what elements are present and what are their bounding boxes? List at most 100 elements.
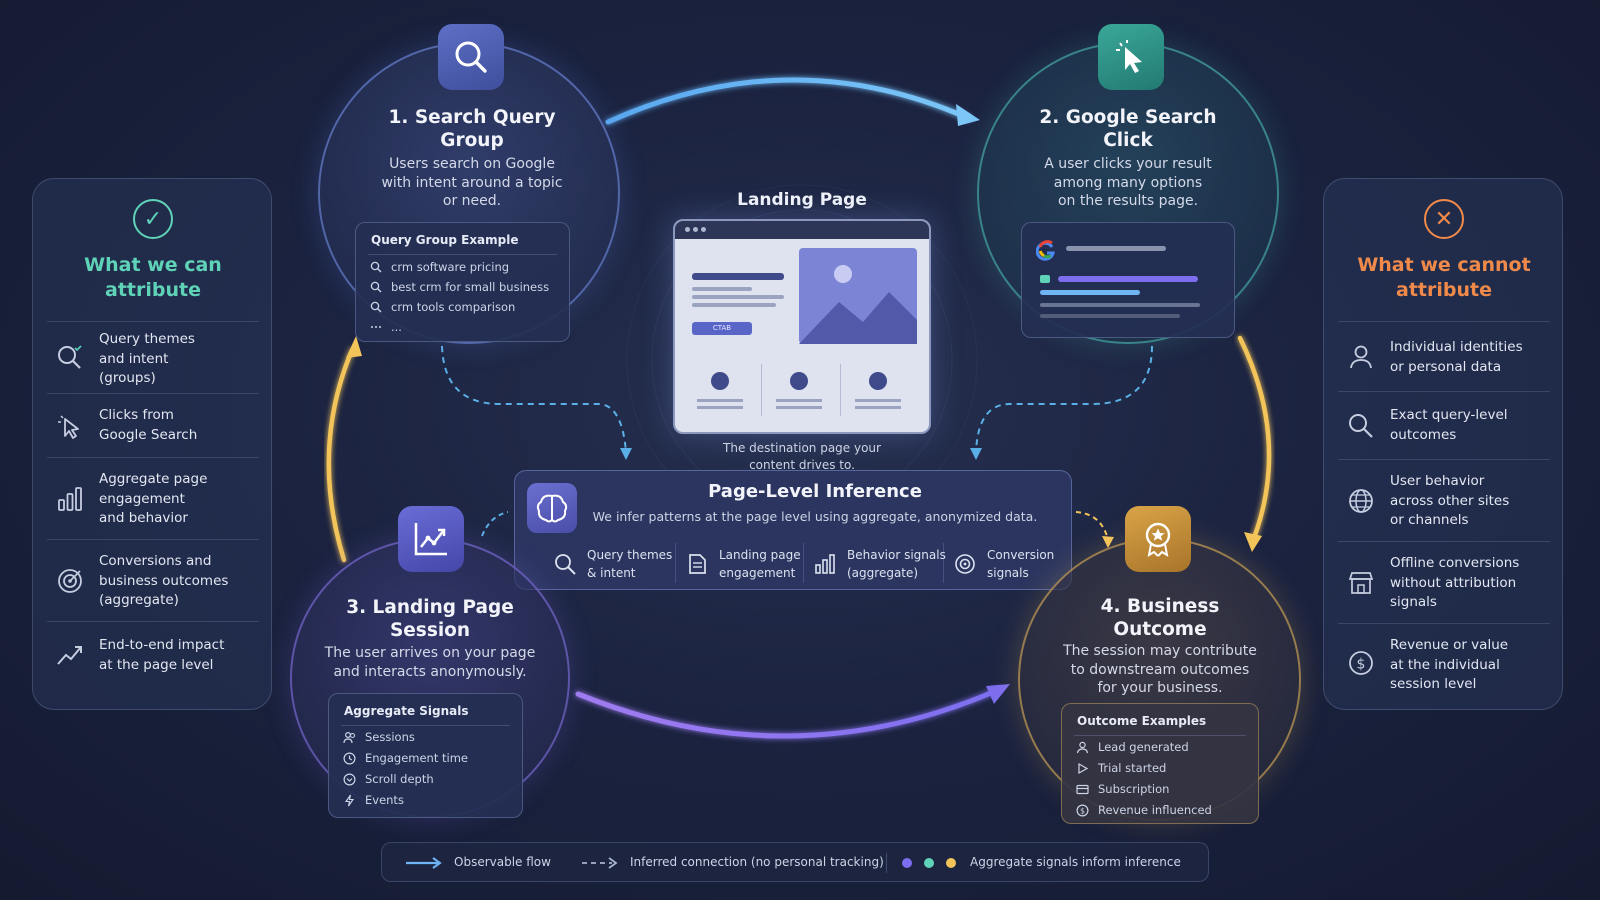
- cursor-click-icon: [58, 415, 79, 439]
- signal-row: Scroll depth: [343, 772, 434, 786]
- dollar-icon: $: [1076, 803, 1089, 817]
- search-results-card: [1021, 222, 1235, 338]
- users-icon: [343, 731, 356, 743]
- google-logo-icon: [1036, 240, 1055, 261]
- step4-award-tile: [1125, 506, 1191, 572]
- award-badge-icon: [1145, 522, 1171, 557]
- bar-chart-icon: [58, 487, 82, 511]
- step1-search-tile: [438, 24, 504, 90]
- outcome-row: $Revenue influenced: [1076, 803, 1212, 817]
- card-icon: [1076, 784, 1089, 794]
- globe-icon: [1349, 489, 1373, 513]
- bar-chart-icon: [815, 554, 835, 574]
- dashed-connector-inference-step4: [1075, 511, 1109, 541]
- legend-aggregate: Aggregate signals inform inference: [970, 855, 1181, 869]
- can-attribute-panel: ✓ What we can attribute Query themes and…: [32, 178, 272, 710]
- step3-analytics-tile: [398, 506, 464, 572]
- search-intent-icon: [58, 345, 82, 369]
- check-icon: ✓: [133, 199, 173, 239]
- outcome-row: Lead generated: [1076, 740, 1189, 754]
- x-icon: ✕: [1424, 199, 1464, 239]
- query-row: crm software pricing: [370, 260, 509, 274]
- browser-bar: [675, 221, 929, 239]
- analytics-icon: [414, 523, 447, 556]
- trend-up-icon: [57, 646, 82, 665]
- search-icon: [370, 261, 382, 273]
- can-item-aggregate-engagement: Aggregate page engagement and behavior: [47, 457, 259, 539]
- inference-item-behavior-signals: Behavior signals(aggregate): [813, 543, 946, 585]
- arrow-step3-to-step4: [575, 687, 1001, 739]
- step2-title: 2. Google Search Click: [1039, 107, 1217, 151]
- outcome-examples-card-title: Outcome Examples: [1077, 714, 1207, 728]
- search-icon: [370, 281, 382, 293]
- can-attribute-title: What we can attribute: [84, 254, 222, 301]
- can-item-conversions: Conversions and business outcomes (aggre…: [47, 539, 259, 621]
- cannot-attribute-title: What we cannot attribute: [1357, 254, 1531, 301]
- signal-row: Engagement time: [343, 751, 468, 765]
- svg-text:$: $: [1357, 657, 1366, 673]
- step2-description: A user clicks your result among many opt…: [1044, 156, 1212, 209]
- query-row: ...: [370, 320, 402, 334]
- dashed-connector-step1-inference: [441, 345, 627, 453]
- dashed-connector-step2-inference: [975, 345, 1153, 453]
- can-item-query-themes: Query themes and intent (groups): [47, 321, 259, 393]
- search-results-mock: [1036, 240, 1200, 318]
- user-icon: [1350, 345, 1372, 369]
- play-icon: [1078, 762, 1089, 774]
- legend-observable: Observable flow: [454, 855, 551, 869]
- svg-text:$: $: [1080, 806, 1085, 815]
- can-item-end-to-end: End-to-end impact at the page level: [47, 621, 259, 691]
- feature-icon: [869, 372, 887, 390]
- cannot-item-identities: Individual identities or personal data: [1338, 321, 1550, 391]
- query-row: best crm for small business: [370, 280, 549, 294]
- cta-button: CTAB: [692, 322, 752, 335]
- step1-description: Users search on Google with intent aroun…: [381, 156, 563, 209]
- query-group-card-title: Query Group Example: [371, 233, 519, 247]
- legend-dot-teal: [924, 858, 934, 868]
- landing-page-mockup: CTAB: [673, 219, 931, 434]
- dashed-connector-step3-inference: [481, 511, 509, 537]
- step4-title: 4. Business Outcome: [1100, 596, 1220, 640]
- search-icon: [555, 554, 576, 575]
- dash-icon: [371, 326, 381, 328]
- arrowhead-step4: [1244, 532, 1262, 552]
- dollar-icon: $: [1349, 651, 1373, 675]
- step3-title: 3. Landing Page Session: [346, 597, 514, 641]
- arrowhead-step1: [346, 336, 362, 358]
- cannot-item-cross-site: User behavior across other sites or chan…: [1338, 459, 1550, 541]
- document-icon: [689, 554, 706, 574]
- search-icon: [455, 41, 487, 73]
- inference-item-query-themes: Query themes& intent: [553, 543, 672, 585]
- outcome-row: Subscription: [1076, 782, 1169, 796]
- cannot-item-query-outcomes: Exact query-level outcomes: [1338, 391, 1550, 459]
- user-icon: [1076, 741, 1089, 753]
- clock-icon: [343, 751, 356, 765]
- feature-icon: [711, 372, 729, 390]
- step1-title: 1. Search Query Group: [388, 107, 556, 151]
- aggregate-signals-card: Aggregate Signals Sessions Engagement ti…: [328, 693, 523, 818]
- can-item-clicks: Clicks from Google Search: [47, 393, 259, 457]
- step3-description: The user arrives on your page and intera…: [324, 645, 536, 680]
- page-level-inference-box: Page-Level Inference We infer patterns a…: [514, 470, 1072, 590]
- arrowhead-step4-purple: [986, 684, 1010, 704]
- legend: Observable flow Inferred connection (no …: [381, 842, 1209, 882]
- inference-title: Page-Level Inference: [708, 481, 922, 502]
- solid-arrow-icon: [406, 857, 442, 869]
- outcome-row: Trial started: [1076, 761, 1166, 775]
- query-row: crm tools comparison: [370, 300, 515, 314]
- landing-page-caption: The destination page your content drives…: [723, 441, 881, 472]
- signal-row: Events: [343, 793, 404, 807]
- feature-icon: [790, 372, 808, 390]
- landing-page-title: Landing Page: [737, 190, 867, 210]
- target-icon: [955, 554, 975, 574]
- inference-subtitle: We infer patterns at the page level usin…: [592, 509, 1038, 524]
- dashed-arrow-icon: [582, 857, 618, 869]
- arrow-step3-to-step1: [326, 347, 355, 563]
- cursor-click-icon: [1116, 40, 1142, 73]
- scroll-icon: [343, 772, 356, 786]
- step4-description: The session may contribute to downstream…: [1063, 643, 1257, 696]
- lightning-icon: [344, 794, 355, 806]
- cannot-item-revenue: $ Revenue or value at the individual ses…: [1338, 623, 1550, 703]
- arrow-step2-to-step4: [1237, 335, 1272, 541]
- cannot-item-offline: Offline conversions without attribution …: [1338, 541, 1550, 623]
